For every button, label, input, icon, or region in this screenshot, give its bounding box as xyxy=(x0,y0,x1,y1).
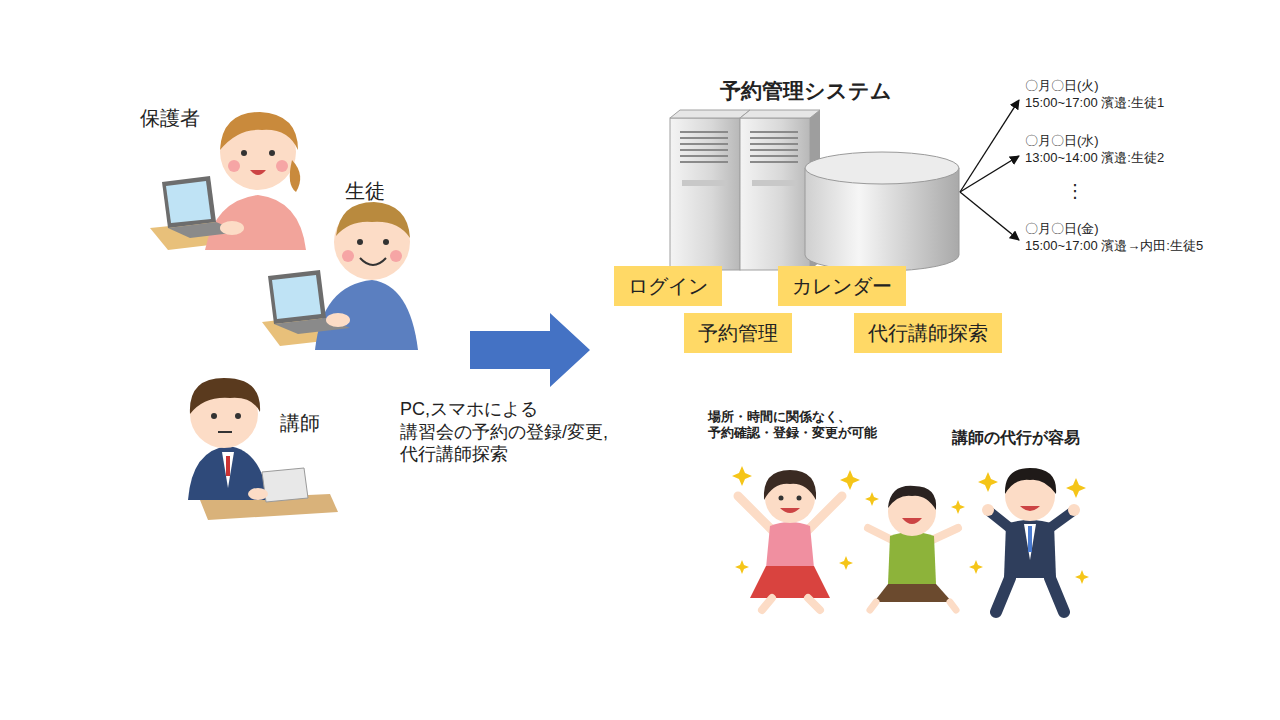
happy-man xyxy=(982,468,1080,612)
sparkles xyxy=(732,466,1089,584)
feature-box: 代行講師探索 xyxy=(854,313,1002,353)
student-figure xyxy=(262,202,418,350)
happy-woman xyxy=(738,470,842,610)
feature-box: ログイン xyxy=(614,266,722,306)
schedule-leaders xyxy=(960,100,1019,240)
server-towers xyxy=(670,110,820,270)
role-label: 生徒 xyxy=(345,179,385,204)
flow-note: PC,スマホによる 講習会の予約の登録/変更, 代行講師探索 xyxy=(400,398,650,466)
happy-boy xyxy=(868,486,958,610)
schedule-entry: 13:00~14:00 濱邉:生徒2 xyxy=(1025,150,1164,166)
role-label: 講師 xyxy=(280,411,320,436)
benefit-note: 場所・時間に関係なく、 予約確認・登録・変更が可能 xyxy=(708,409,913,442)
ellipsis-mark: ⋮ xyxy=(1066,180,1084,203)
feature-label: ログイン xyxy=(628,273,708,299)
feature-box: カレンダー xyxy=(778,266,906,306)
flow-arrow xyxy=(470,313,590,387)
database-cylinder xyxy=(805,152,959,271)
parent-figure xyxy=(150,112,306,250)
feature-label: 予約管理 xyxy=(698,320,778,346)
schedule-entry: 15:00~17:00 濱邉→内田:生徒5 xyxy=(1025,238,1203,254)
schedule-date: 〇月〇日(水) xyxy=(1025,133,1099,149)
schedule-date: 〇月〇日(金) xyxy=(1025,221,1099,237)
feature-label: 代行講師探索 xyxy=(868,320,988,346)
teacher-figure xyxy=(188,378,338,520)
schedule-date: 〇月〇日(火) xyxy=(1025,78,1099,94)
schedule-entry: 15:00~17:00 濱邉:生徒1 xyxy=(1025,95,1164,111)
role-label: 保護者 xyxy=(140,106,200,131)
benefit-note: 講師の代行が容易 xyxy=(952,428,1080,448)
system-title: 予約管理システム xyxy=(720,78,892,104)
feature-box: 予約管理 xyxy=(684,313,792,353)
feature-label: カレンダー xyxy=(792,273,892,299)
